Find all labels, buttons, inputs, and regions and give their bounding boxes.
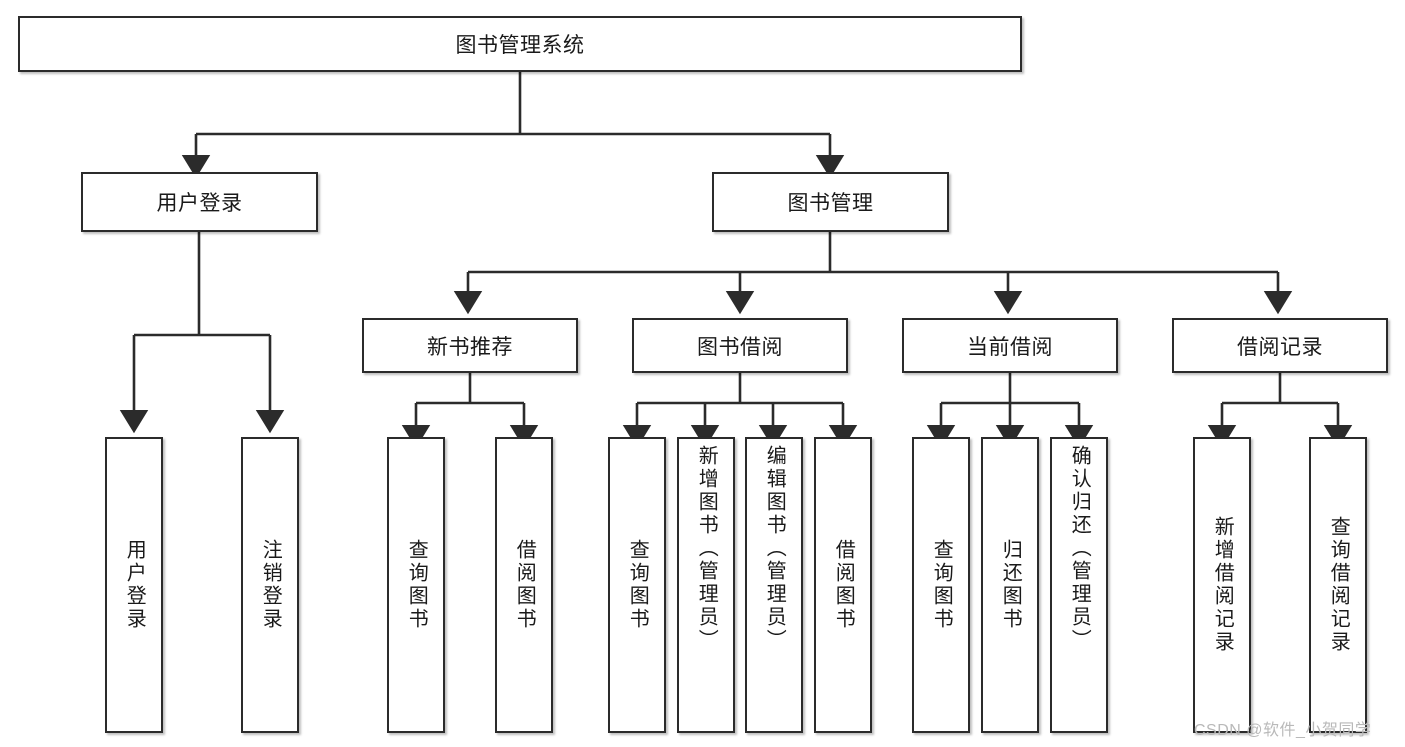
leaf-label: 新增借阅记录 <box>1211 516 1234 654</box>
leaf-label: 新增图书（管理员） <box>695 445 718 652</box>
leaf-borrow-record-add-record[interactable]: 新增借阅记录 <box>1193 437 1251 733</box>
leaf-book-borrow-add-book-admin[interactable]: 新增图书（管理员） <box>677 437 735 733</box>
leaf-label: 归还图书 <box>999 539 1022 631</box>
leaf-label: 查询借阅记录 <box>1327 516 1350 654</box>
node-borrow-record[interactable]: 借阅记录 <box>1172 318 1388 373</box>
leaf-book-borrow-borrow-book[interactable]: 借阅图书 <box>814 437 872 733</box>
node-label: 借阅记录 <box>1237 335 1323 359</box>
leaf-label: 用户登录 <box>123 539 146 631</box>
node-book-management[interactable]: 图书管理 <box>712 172 949 232</box>
leaf-label: 借阅图书 <box>832 539 855 631</box>
leaf-user-login-logout[interactable]: 注销登录 <box>241 437 299 733</box>
watermark-text: CSDN @软件_小贺同学 <box>1194 722 1372 739</box>
node-label: 用户登录 <box>156 192 243 215</box>
node-label: 图书借阅 <box>697 335 783 359</box>
leaf-label: 查询图书 <box>626 539 649 631</box>
node-user-login[interactable]: 用户登录 <box>81 172 318 232</box>
leaf-new-book-query-book[interactable]: 查询图书 <box>387 437 445 733</box>
leaf-new-book-borrow-book[interactable]: 借阅图书 <box>495 437 553 733</box>
leaf-current-borrow-return-book[interactable]: 归还图书 <box>981 437 1039 733</box>
leaf-label: 确认归还（管理员） <box>1068 445 1091 652</box>
leaf-book-borrow-edit-book-admin[interactable]: 编辑图书（管理员） <box>745 437 803 733</box>
leaf-current-borrow-confirm-return-admin[interactable]: 确认归还（管理员） <box>1050 437 1108 733</box>
node-label: 当前借阅 <box>967 335 1053 359</box>
node-new-book-recommend[interactable]: 新书推荐 <box>362 318 578 373</box>
node-root-book-management-system[interactable]: 图书管理系统 <box>18 16 1022 72</box>
leaf-label: 编辑图书（管理员） <box>763 445 786 652</box>
leaf-label: 查询图书 <box>930 539 953 631</box>
leaf-user-login-login[interactable]: 用户登录 <box>105 437 163 733</box>
node-book-borrow[interactable]: 图书借阅 <box>632 318 848 373</box>
leaf-current-borrow-query-book[interactable]: 查询图书 <box>912 437 970 733</box>
leaf-label: 注销登录 <box>259 539 282 631</box>
node-label: 新书推荐 <box>427 335 513 359</box>
leaf-book-borrow-query-book[interactable]: 查询图书 <box>608 437 666 733</box>
node-label: 图书管理系统 <box>455 34 585 57</box>
node-label: 图书管理 <box>787 192 874 215</box>
leaf-label: 查询图书 <box>405 539 428 631</box>
node-current-borrow[interactable]: 当前借阅 <box>902 318 1118 373</box>
leaf-borrow-record-query-record[interactable]: 查询借阅记录 <box>1309 437 1367 733</box>
leaf-label: 借阅图书 <box>513 539 536 631</box>
